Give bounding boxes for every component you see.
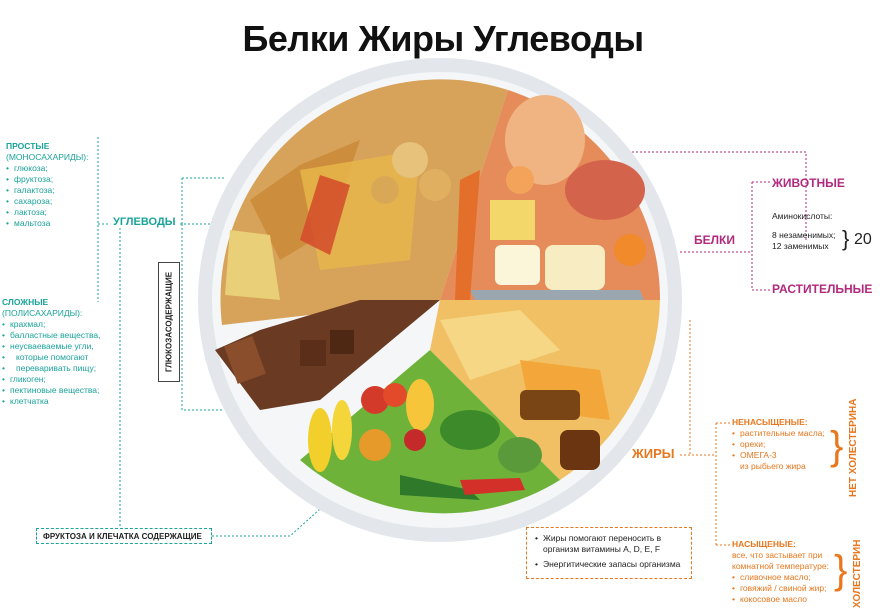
amino-essential: 8 незаменимых; (772, 230, 836, 240)
fats-unsaturated-block: НЕНАСЫЩЕНЫЕ: растительные масла; орехи; … (732, 417, 842, 472)
list-item: переваривать пищу; (2, 363, 142, 374)
plate-vegetables-section (300, 350, 560, 514)
amino-total: 20 (854, 231, 872, 248)
list-item: Жиры помогают переносить в организм вита… (535, 533, 683, 555)
carbs-label: УГЛЕВОДЫ (110, 216, 179, 228)
no-cholesterol-bracket: } (830, 424, 844, 468)
plate-illustration (198, 58, 682, 542)
list-item: крахмал; (2, 319, 142, 330)
carbs-complex-block: СЛОЖНЫЕ (ПОЛИСАХАРИДЫ): крахмал; балласт… (2, 297, 142, 407)
fructose-fiber-box: ФРУКТОЗА И КЛЕЧАТКА СОДЕРЖАЩИЕ (36, 528, 212, 544)
list-item: неусваеваемые угли, (2, 341, 142, 352)
carbs-simple-subtitle: (МОНОСАХАРИДЫ): (6, 152, 89, 162)
carbs-simple-block: ПРОСТЫЕ (МОНОСАХАРИДЫ): глюкоза; фруктоз… (6, 141, 101, 229)
list-item: пектиновые вещества; (2, 385, 142, 396)
list-item: орехи; (732, 439, 842, 450)
proteins-animal-label: ЖИВОТНЫЕ (772, 176, 845, 190)
fats-connectors (599, 320, 730, 546)
fats-omega-source: из рыбьего жира (740, 461, 806, 471)
amino-nonessential: 12 заменимых (772, 241, 829, 251)
glucose-containing-label: ГЛЮКОЗАСОДЕРЖАЩИЕ (164, 271, 174, 373)
carbs-simple-list: глюкоза; фруктоза; галактоза; сахароза; … (6, 163, 101, 229)
list-item: фруктоза; (6, 174, 101, 185)
list-item: глюкоза; (6, 163, 101, 174)
fats-saturated-desc2: комнатной температуре: (732, 561, 829, 571)
fats-label: ЖИРЫ (632, 446, 675, 461)
carbs-complex-subtitle: (ПОЛИСАХАРИДЫ): (2, 308, 83, 318)
list-item: гликоген; (2, 374, 142, 385)
list-item: мальтоза (6, 218, 101, 229)
fats-unsaturated-title: НЕНАСЫЩЕНЫЕ: (732, 417, 808, 427)
list-item: которые помогают (2, 352, 142, 363)
list-item: говяжий / свиной жир; (732, 583, 847, 594)
fats-note-box: Жиры помогают переносить в организм вита… (526, 527, 692, 579)
glucose-containing-box: ГЛЮКОЗАСОДЕРЖАЩИЕ (158, 262, 180, 382)
list-item: клетчатка (2, 396, 142, 407)
list-item: ОМЕГА-3 (732, 450, 842, 461)
carbs-simple-title: ПРОСТЫЕ (6, 141, 50, 151)
carbs-complex-list: крахмал; балластные вещества, неусваевае… (2, 319, 142, 407)
proteins-connectors (632, 151, 807, 291)
fats-note-list: Жиры помогают переносить в организм вита… (535, 533, 683, 570)
list-item: балластные вещества, (2, 330, 142, 341)
list-item: сливочное масло; (732, 572, 847, 583)
list-item: лактоза; (6, 207, 101, 218)
list-item: Энергитические запасы организма (535, 559, 683, 570)
amino-bracket: } (842, 226, 850, 251)
carbs-complex-title: СЛОЖНЫЕ (2, 297, 49, 307)
plate-protein-section (440, 90, 661, 300)
no-cholesterol-label: НЕТ ХОЛЕСТЕРИНА (848, 398, 859, 497)
list-item: галактоза; (6, 185, 101, 196)
list-item: сахароза; (6, 196, 101, 207)
list-item: кокосовое масло (732, 594, 847, 605)
page-title: Белки Жиры Углеводы (242, 18, 644, 59)
proteins-label: БЕЛКИ (694, 233, 735, 247)
fats-unsaturated-list: растительные масла; орехи; ОМЕГА-3 (732, 428, 842, 461)
plate-chocolate (215, 300, 440, 410)
fats-saturated-title: НАСЫЩЕНЫЕ: (732, 539, 796, 549)
amino-acids-block: Аминокислоты: 8 незаменимых; 12 заменимы… (772, 211, 882, 252)
cholesterol-label: ХОЛЕСТЕРИН (852, 539, 863, 608)
list-item: растительные масла; (732, 428, 842, 439)
fats-saturated-list: сливочное масло; говяжий / свиной жир; к… (732, 572, 847, 605)
cholesterol-bracket: } (834, 548, 848, 592)
fats-saturated-desc1: все, что застывает при (732, 550, 823, 560)
proteins-plant-label: РАСТИТЕЛЬНЫЕ (772, 282, 873, 296)
fats-saturated-block: НАСЫЩЕНЫЕ: все, что застывает при комнат… (732, 539, 847, 605)
amino-acids-title: Аминокислоты: (772, 211, 833, 221)
